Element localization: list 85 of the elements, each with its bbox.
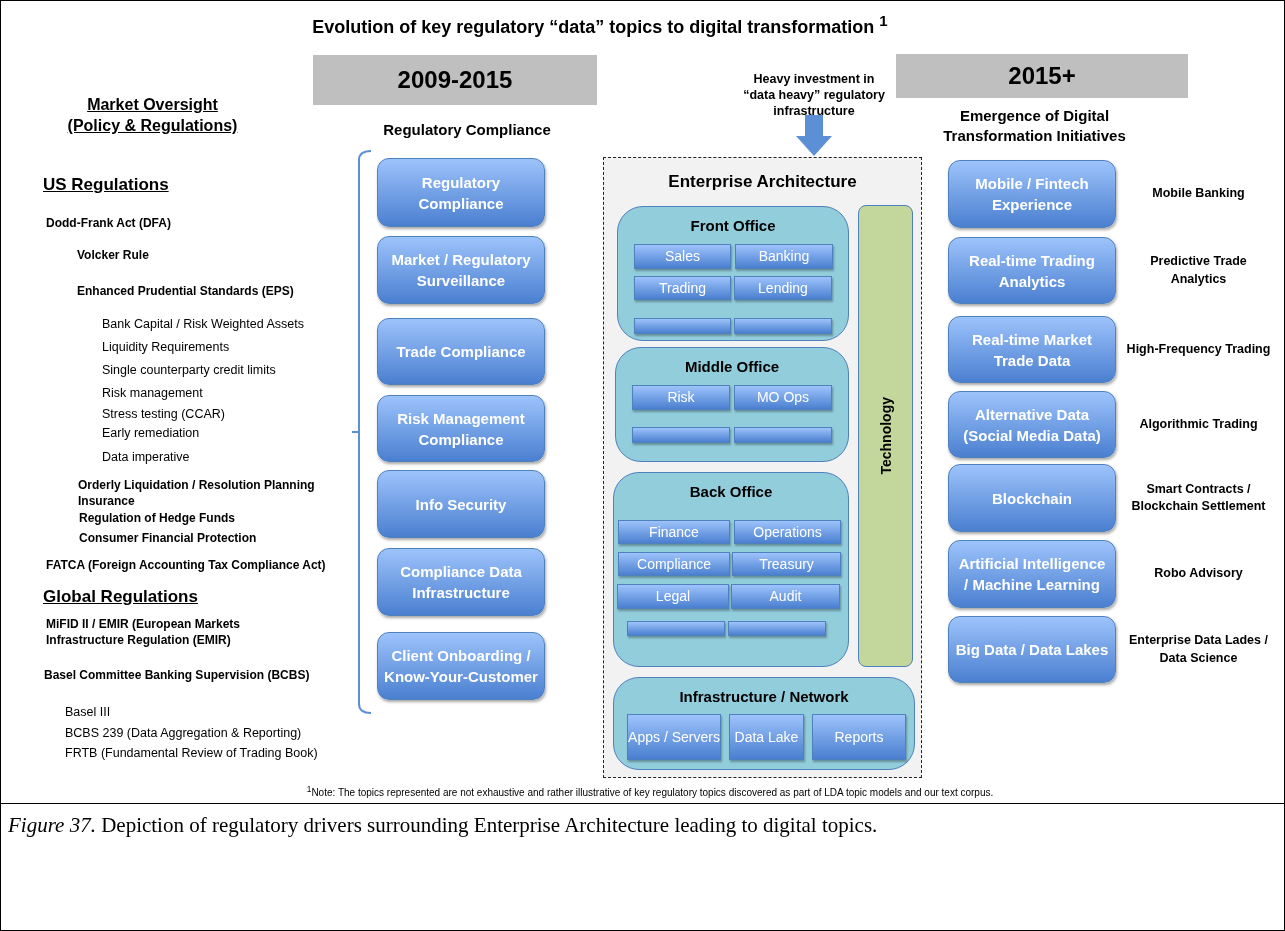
regulation-topic: Stress testing (CCAR) xyxy=(102,406,226,423)
section-heading: Market Oversight (Policy & Regulations) xyxy=(66,95,239,136)
initiative-caption: Smart Contracts / Blockchain Settlement xyxy=(1130,480,1267,515)
group-title: Back Office xyxy=(688,483,774,500)
process-box: Blockchain xyxy=(948,464,1116,532)
regulation-topic: Data imperative xyxy=(102,449,191,466)
regulation-name: Volcker Rule xyxy=(77,248,150,264)
function-box xyxy=(634,318,731,334)
regulation-name: Regulation of Hedge Funds xyxy=(79,511,236,527)
regulation-topic: Risk management xyxy=(102,385,204,402)
process-box: Trade Compliance xyxy=(377,318,545,385)
footnote: $^{1}$Note: The topics represented are not exhaustive and rather illustrative of key regulatory topics discovered as part of LDA topic models and our text corpus. xyxy=(305,784,995,800)
function-box: Apps / Servers xyxy=(627,714,721,760)
process-box: Market / Regulatory Surveillance xyxy=(377,236,545,304)
function-box xyxy=(632,427,730,443)
process-box: Client Onboarding / Know-Your-Customer xyxy=(377,632,545,700)
process-box: Big Data / Data Lakes xyxy=(948,616,1116,683)
section-heading: Global Regulations xyxy=(43,586,199,608)
column-heading: Regulatory Compliance xyxy=(382,120,552,140)
regulation-topic: Liquidity Requirements xyxy=(102,339,231,356)
function-box: Finance xyxy=(618,520,730,544)
regulation-name: Consumer Financial Protection xyxy=(79,531,258,547)
function-box: Sales xyxy=(634,244,731,269)
regulation-name: Enhanced Prudential Standards (EPS) xyxy=(77,284,295,300)
regulation-topic: FRTB (Fundamental Review of Trading Book) xyxy=(65,745,319,762)
diagram-title: Evolution of key regulatory “data” topics to digital transformation $^{1}$ xyxy=(311,12,889,38)
function-box: Risk xyxy=(632,385,730,410)
function-box: Audit xyxy=(731,584,840,609)
figure-caption: Figure 37. Depiction of regulatory drivers surrounding Enterprise Architecture leading to digital topics. xyxy=(8,812,879,838)
group-title: Middle Office xyxy=(683,358,781,375)
initiative-caption: Algorithmic Trading xyxy=(1138,415,1259,433)
initiative-caption: Predictive Trade Analytics xyxy=(1149,253,1248,288)
function-box: Data Lake xyxy=(729,714,804,760)
annotation-text: Heavy investment in “data heavy” regulatory infrastructure xyxy=(736,76,892,114)
initiative-caption: Mobile Banking xyxy=(1151,185,1246,203)
regulation-name: Basel Committee Banking Supervision (BCBS) xyxy=(44,668,311,684)
function-box: Lending xyxy=(734,276,832,300)
function-box xyxy=(734,318,832,334)
function-box xyxy=(627,621,725,636)
section-heading: US Regulations xyxy=(43,174,170,196)
block-arrow xyxy=(796,115,832,156)
function-box: Operations xyxy=(734,520,841,544)
process-box: Alternative Data (Social Media Data) xyxy=(948,391,1116,458)
office-panel xyxy=(615,347,849,462)
office-panel xyxy=(613,677,915,770)
process-box: Real-time Trading Analytics xyxy=(948,237,1116,304)
regulation-name: Orderly Liquidation / Resolution Planning Insurance xyxy=(78,478,316,510)
function-box xyxy=(734,427,832,443)
technology-bar xyxy=(858,205,913,667)
regulation-topic: Early remediation xyxy=(102,425,201,442)
initiative-caption: High-Frequency Trading xyxy=(1126,340,1271,358)
period-banner: 2015+ xyxy=(896,54,1188,98)
process-box: Info Security xyxy=(377,470,545,538)
office-panel xyxy=(617,206,849,341)
function-box xyxy=(728,621,826,636)
function-box: Compliance xyxy=(618,552,730,576)
regulation-name: MiFID II / EMIR (European Markets Infrastructure Regulation (EMIR) xyxy=(46,617,242,649)
process-box: Compliance Data Infrastructure xyxy=(377,548,545,616)
function-box: Reports xyxy=(812,714,906,760)
function-box: Legal xyxy=(617,584,729,609)
group-title: Front Office xyxy=(689,217,777,234)
process-box: Artificial Intelligence / Machine Learning xyxy=(948,540,1116,608)
process-box: Regulatory Compliance xyxy=(377,158,545,227)
regulation-topic: Basel III xyxy=(65,704,112,721)
column-heading: Emergence of Digital Transformation Initiatives xyxy=(942,106,1127,145)
group-title: Infrastructure / Network xyxy=(678,688,850,705)
function-box: Treasury xyxy=(732,552,841,576)
regulation-name: Dodd-Frank Act (DFA) xyxy=(46,216,172,232)
regulation-topic: BCBS 239 (Data Aggregation & Reporting) xyxy=(65,725,303,742)
office-panel xyxy=(613,472,849,667)
process-box: Mobile / Fintech Experience xyxy=(948,160,1116,228)
process-box: Real-time Market Trade Data xyxy=(948,316,1116,383)
initiative-caption: Robo Advisory xyxy=(1153,565,1244,583)
group-title: Enterprise Architecture xyxy=(667,172,858,192)
group-title: Technology xyxy=(877,397,894,475)
regulation-name: FATCA (Foreign Accounting Tax Compliance Act) xyxy=(46,558,327,574)
regulation-topic: Bank Capital / Risk Weighted Assets xyxy=(102,316,305,333)
function-box: Trading xyxy=(634,276,731,300)
period-banner: 2009-2015 xyxy=(313,55,597,105)
architecture-frame xyxy=(603,157,922,778)
function-box: Banking xyxy=(735,244,833,269)
process-box: Risk Management Compliance xyxy=(377,395,545,462)
function-box: MO Ops xyxy=(734,385,832,410)
regulation-topic: Single counterparty credit limits xyxy=(102,362,277,379)
initiative-caption: Enterprise Data Lades / Data Science xyxy=(1128,632,1269,667)
